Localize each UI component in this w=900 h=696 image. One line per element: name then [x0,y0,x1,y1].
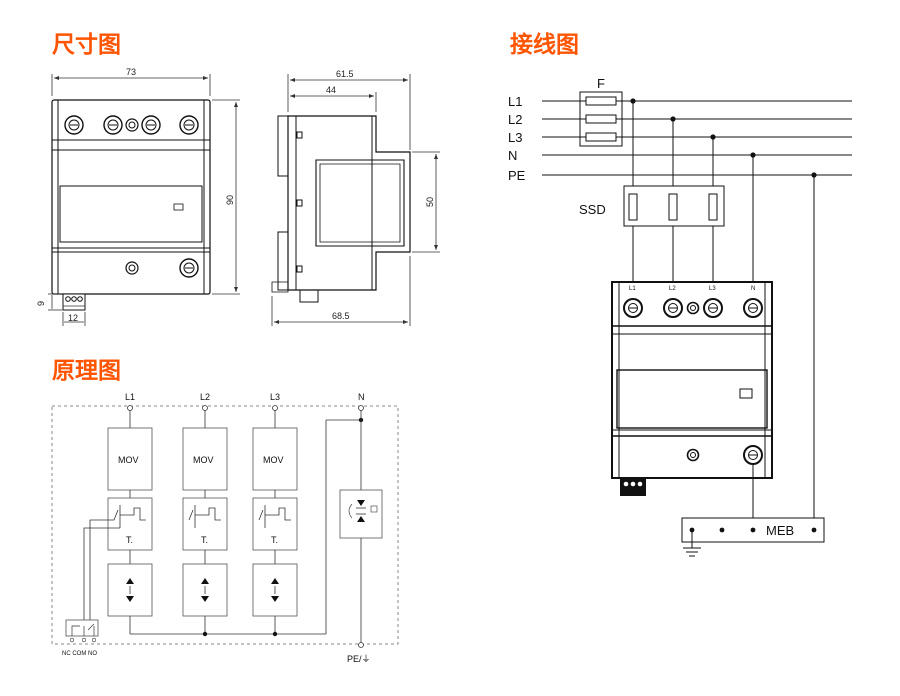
device-terminal-n: N [751,286,755,292]
dim-front-height: 90 [225,195,235,205]
side-view: 61.5 44 50 68.5 [271,69,440,326]
alarm-contact-label: NC COM NO [62,651,97,657]
mov-label-l3: MOV [263,455,284,465]
mov-label-l2: MOV [193,455,214,465]
wiring-diagram: L1 L2 L3 N PE F SSD [508,76,852,557]
front-bottom-screw [179,258,199,278]
wiring-line-label-pe: PE [508,168,526,183]
branch-l1: MOV T. [107,410,153,634]
alarm-contact-box [65,619,99,637]
branch-l2: MOV T. [182,410,228,634]
thermal-label-l2: T. [201,535,208,545]
device-pe-screw [743,445,763,465]
wiring-heading: 接线图 [510,31,579,58]
fuse-l1 [585,96,617,106]
schematic-heading: 原理图 [52,358,121,384]
dim-side-height: 50 [425,197,435,207]
device-terminal-l3: L3 [709,286,716,292]
front-screw-2 [103,115,123,135]
dim-side-bottom: 68.5 [332,311,350,321]
device-remote-block [620,478,646,496]
schematic-terminal-l1: L1 [125,392,135,402]
device-terminal-l1: L1 [629,286,636,292]
spd-device: L1 L2 L3 N [611,281,773,496]
dim-side-top: 61.5 [336,69,354,79]
ssd-label: SSD [579,202,606,217]
thermal-label-l1: T. [126,535,133,545]
fuse-box [579,91,623,147]
wiring-line-label-l2: L2 [508,112,522,127]
dim-front-width: 73 [126,67,136,77]
device-screw-l3 [703,298,723,318]
branch-l3: MOV T. [252,410,298,634]
schematic-diagram: L1 L2 L3 N MOV T. MOV [51,392,399,664]
front-view: 73 [36,67,240,326]
schematic-terminal-l3: L3 [270,392,280,402]
schematic-terminal-n: N [358,392,365,402]
fuse-l2 [585,114,617,124]
device-screw-n [743,298,763,318]
front-screw-4 [179,115,199,135]
wiring-line-label-n: N [508,148,517,163]
dimensions-heading: 尺寸图 [52,32,121,58]
front-indicator [125,118,139,132]
mov-label-l1: MOV [118,455,139,465]
dim-side-inner: 44 [326,85,336,95]
meb-label: MEB [766,523,794,538]
schematic-enclosure [51,405,399,645]
wiring-line-label-l3: L3 [508,130,522,145]
front-screw-3 [141,115,161,135]
dim-terminal-width: 12 [68,313,78,323]
device-indicator [686,301,700,315]
fuse-label: F [597,76,605,91]
schematic-pe-label: PE/⏚ [347,654,371,664]
fuse-l3 [585,132,617,142]
device-terminal-l2: L2 [669,286,676,292]
front-screw-1 [64,115,84,135]
thermal-label-l3: T. [271,535,278,545]
device-screw-l2 [663,298,683,318]
wiring-line-label-l1: L1 [508,94,522,109]
schematic-terminal-l2: L2 [200,392,210,402]
wiring-ground-icon [683,530,701,557]
front-bottom-indicator [125,261,139,275]
device-screw-l1 [623,298,643,318]
dim-terminal-height: 9 [36,301,46,306]
device-bottom-indicator [686,448,700,462]
